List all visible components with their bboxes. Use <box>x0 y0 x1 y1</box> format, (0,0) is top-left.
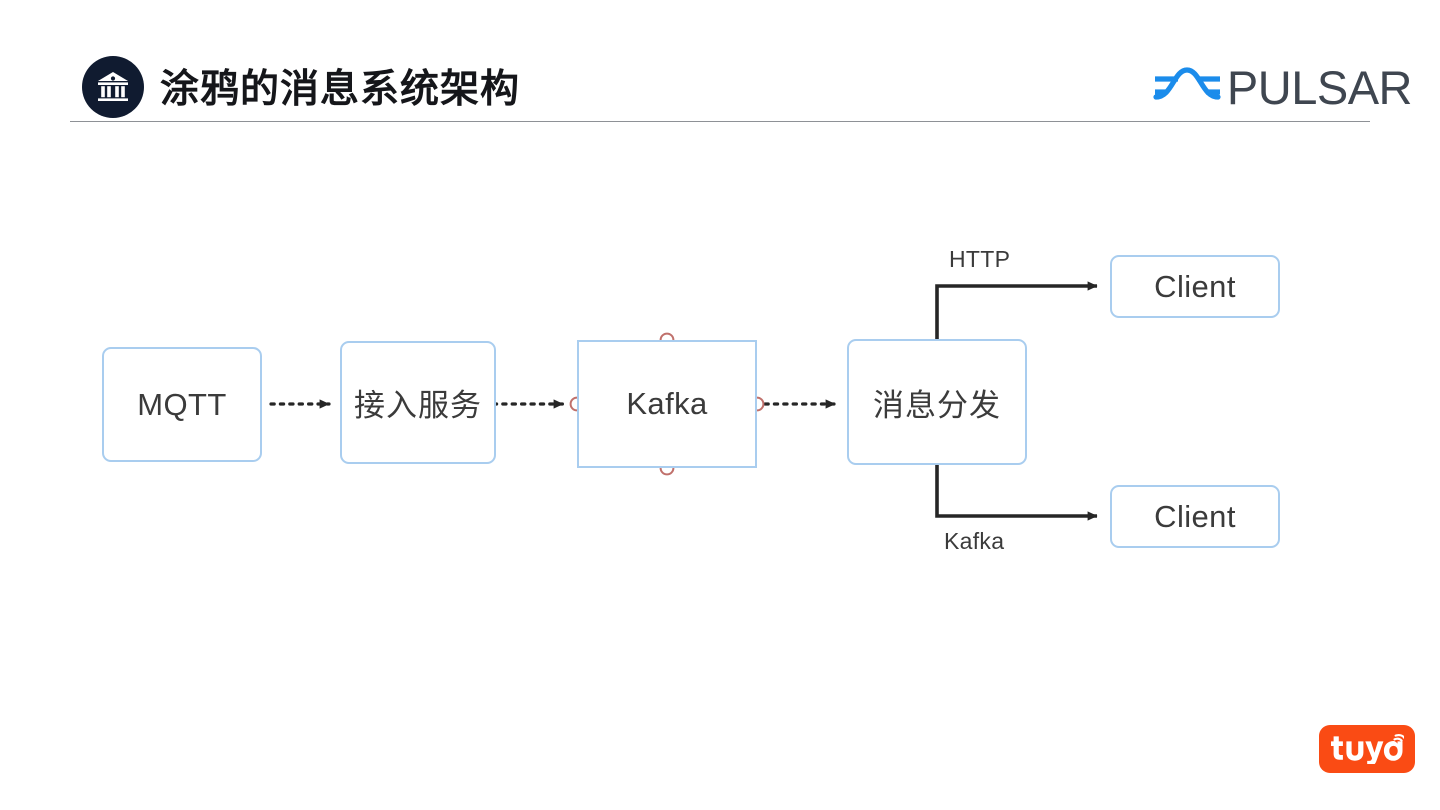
pulsar-wave-icon <box>1150 62 1226 113</box>
pulsar-logo: PULSAR <box>1150 58 1413 116</box>
bank-icon <box>82 56 144 118</box>
node-client-top[interactable]: Client <box>1110 255 1280 318</box>
node-mqtt-label: MQTT <box>137 386 227 422</box>
tuya-logo <box>1319 725 1415 773</box>
tuya-logo-icon <box>1331 734 1404 764</box>
node-access-service[interactable]: 接入服务 <box>340 341 496 464</box>
node-message-dispatch[interactable]: 消息分发 <box>847 339 1027 465</box>
slide-header: 涂鸦的消息系统架构 PULSAR <box>0 0 1440 125</box>
node-client-bottom[interactable]: Client <box>1110 485 1280 548</box>
header-divider <box>70 121 1370 122</box>
node-kafka-label: Kafka <box>626 386 708 421</box>
pulsar-wordmark: PULSAR <box>1226 60 1413 114</box>
node-message-dispatch-label: 消息分发 <box>873 387 1001 423</box>
node-client-top-label: Client <box>1154 268 1236 304</box>
node-access-service-label: 接入服务 <box>354 388 482 423</box>
node-mqtt[interactable]: MQTT <box>102 347 262 462</box>
edge-label-http: HTTP <box>949 246 1011 272</box>
page-title: 涂鸦的消息系统架构 <box>160 68 521 111</box>
edge-label-kafka: Kafka <box>944 528 1005 554</box>
edge-dispatch-to-client-top <box>935 281 1098 339</box>
node-client-bottom-label: Client <box>1154 498 1236 534</box>
edge-dispatch-to-client-bottom <box>935 465 1098 521</box>
node-kafka[interactable]: Kafka <box>577 340 757 468</box>
